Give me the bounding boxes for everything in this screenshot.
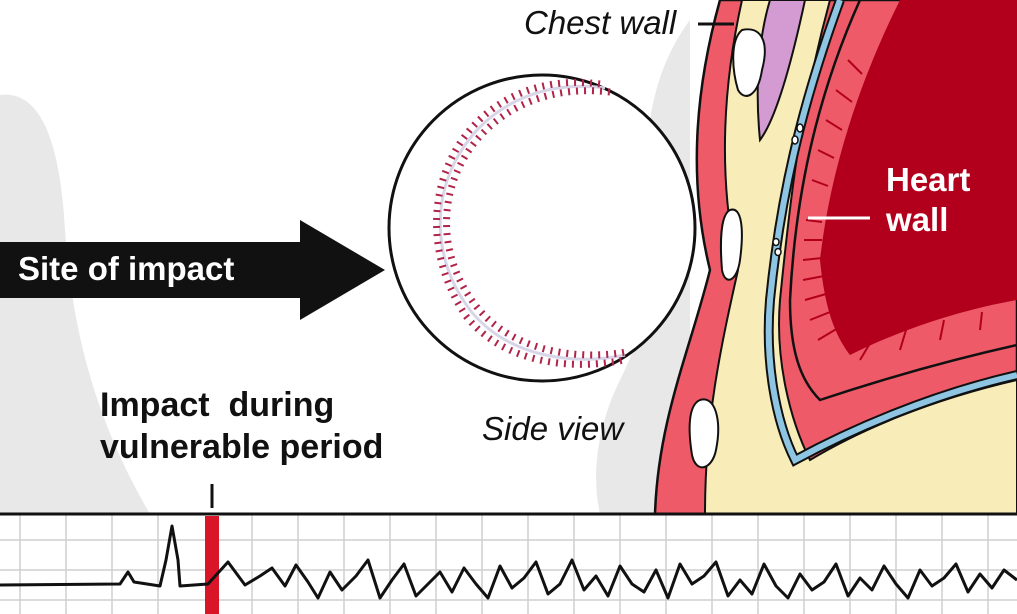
ecg-trace	[0, 524, 1017, 600]
impact-arrow	[0, 220, 385, 320]
heart-wall-label: Heart wall	[886, 161, 971, 238]
ecg-strip	[0, 512, 1017, 614]
site-of-impact-label: Site of impact	[18, 250, 235, 287]
impact-title: Impact during vulnerable period	[100, 386, 384, 466]
side-view-label: Side view	[482, 410, 624, 447]
chest-wall-label: Chest wall	[524, 4, 677, 41]
ecg-grid	[0, 514, 1017, 614]
chest-heart-section	[653, 0, 1017, 516]
baseball	[387, 73, 697, 383]
vulnerable-period-marker	[205, 516, 219, 614]
